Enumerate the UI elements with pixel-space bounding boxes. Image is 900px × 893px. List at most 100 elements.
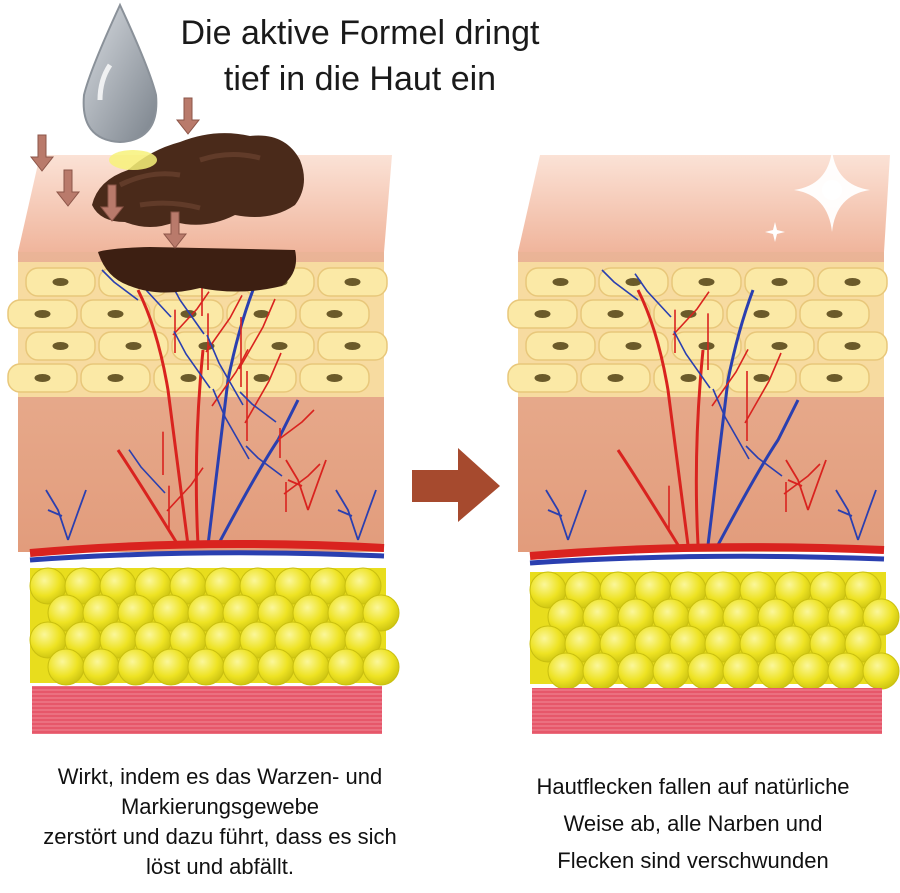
artery-branch bbox=[244, 352, 282, 424]
fat-cell bbox=[862, 598, 900, 636]
cell-nucleus bbox=[180, 374, 197, 382]
cell-nucleus bbox=[680, 374, 697, 382]
fat-cell bbox=[82, 648, 120, 686]
vein-branch bbox=[206, 334, 244, 406]
glow bbox=[109, 150, 157, 170]
vein-branch bbox=[101, 269, 139, 301]
mole-spot bbox=[92, 133, 304, 227]
caption-after: Hautflecken fallen auf natürliche Weise … bbox=[486, 768, 900, 879]
vein-branch bbox=[712, 388, 750, 460]
fat-cell bbox=[187, 648, 225, 686]
cell-nucleus bbox=[826, 374, 843, 382]
fat-cells bbox=[529, 571, 900, 690]
fat-cell bbox=[582, 652, 620, 690]
fat-cell bbox=[222, 648, 260, 686]
cell-nucleus bbox=[344, 278, 361, 286]
cell-nucleus bbox=[753, 310, 770, 318]
artery-branch bbox=[783, 463, 821, 495]
vein-branch bbox=[173, 330, 211, 389]
artery bbox=[29, 540, 385, 557]
fat-cells bbox=[29, 567, 400, 686]
cell-nucleus bbox=[125, 342, 142, 350]
headline: Die aktive Formel dringt tief in die Hau… bbox=[150, 10, 570, 102]
artery-branch bbox=[136, 289, 190, 546]
cell-nucleus bbox=[552, 342, 569, 350]
fat-cell bbox=[722, 652, 760, 690]
down-arrow-icon bbox=[29, 134, 55, 172]
cell-nucleus bbox=[552, 278, 569, 286]
artery bbox=[529, 543, 885, 560]
cell-nucleus bbox=[625, 342, 642, 350]
headline-line-1: Die aktive Formel dringt bbox=[180, 14, 540, 52]
cell-nucleus bbox=[607, 310, 624, 318]
caption-after-line-1: Hautflecken fallen auf natürliche bbox=[536, 774, 850, 799]
fat-cell bbox=[362, 594, 400, 632]
caption-before-line-1: Wirkt, indem es das Warzen- und bbox=[57, 764, 383, 789]
artery-branch bbox=[166, 467, 204, 512]
vein-branch bbox=[545, 489, 587, 541]
vein-branch bbox=[245, 445, 283, 477]
vein bbox=[529, 553, 885, 566]
cell-nucleus bbox=[534, 374, 551, 382]
blood-vessels bbox=[45, 259, 377, 546]
skin-cells bbox=[507, 267, 888, 393]
cell-nucleus bbox=[625, 278, 642, 286]
water-drop-icon bbox=[82, 2, 158, 144]
vein-branch bbox=[745, 445, 783, 477]
vein-branch bbox=[601, 269, 639, 301]
vein-branch bbox=[634, 273, 672, 318]
artery-branch bbox=[785, 459, 827, 511]
sparkle-icon bbox=[765, 150, 870, 242]
vein-branch bbox=[239, 391, 277, 423]
cell-nucleus bbox=[771, 278, 788, 286]
cell-nucleus bbox=[344, 342, 361, 350]
down-arrow-icon bbox=[162, 211, 188, 249]
vein-branch bbox=[216, 399, 300, 546]
muscle-layer bbox=[532, 688, 882, 734]
cell-nucleus bbox=[680, 310, 697, 318]
cell-nucleus bbox=[698, 278, 715, 286]
cell-nucleus bbox=[52, 342, 69, 350]
artery-branch bbox=[277, 409, 315, 441]
cell-nucleus bbox=[52, 278, 69, 286]
artery-branch bbox=[172, 291, 210, 336]
caption-after-line-2: Weise ab, alle Narben und bbox=[563, 811, 823, 836]
cell-nucleus bbox=[826, 310, 843, 318]
cell-nucleus bbox=[844, 278, 861, 286]
vein-branch bbox=[673, 330, 711, 389]
skin-block-after bbox=[507, 150, 900, 734]
cell-nucleus bbox=[326, 310, 343, 318]
cell-nucleus bbox=[771, 342, 788, 350]
fat-cell bbox=[652, 652, 690, 690]
artery-branch bbox=[205, 294, 243, 353]
down-arrow-icon bbox=[99, 184, 125, 222]
cell-nucleus bbox=[107, 310, 124, 318]
caption-before: Wirkt, indem es das Warzen- und Markieru… bbox=[0, 762, 440, 882]
vein-branch bbox=[128, 449, 166, 494]
fat-cell bbox=[844, 625, 882, 663]
caption-before-line-2: Markierungsgewebe bbox=[120, 794, 320, 819]
artery-branch bbox=[283, 463, 321, 495]
vein-branch bbox=[835, 489, 877, 541]
vein-branch bbox=[212, 388, 250, 460]
artery-branch bbox=[116, 449, 180, 546]
skin-block-before bbox=[7, 2, 400, 734]
vein-branch bbox=[335, 489, 377, 541]
fat-cell bbox=[117, 648, 155, 686]
cell-nucleus bbox=[534, 310, 551, 318]
down-arrow-icon bbox=[55, 169, 81, 207]
fat-cell bbox=[152, 648, 190, 686]
cell-nucleus bbox=[271, 342, 288, 350]
muscle-layer bbox=[32, 686, 382, 734]
cell-nucleus bbox=[107, 374, 124, 382]
fat-cell bbox=[47, 648, 85, 686]
cell-nucleus bbox=[34, 374, 51, 382]
caption-after-line-3: Flecken sind verschwunden bbox=[557, 848, 829, 873]
artery-branch bbox=[711, 348, 749, 407]
caption-before-line-4: löst und abfällt. bbox=[146, 854, 294, 879]
artery-branch bbox=[285, 459, 327, 511]
cell-nucleus bbox=[326, 374, 343, 382]
fat-cell bbox=[844, 571, 882, 609]
fat-cell bbox=[687, 652, 725, 690]
